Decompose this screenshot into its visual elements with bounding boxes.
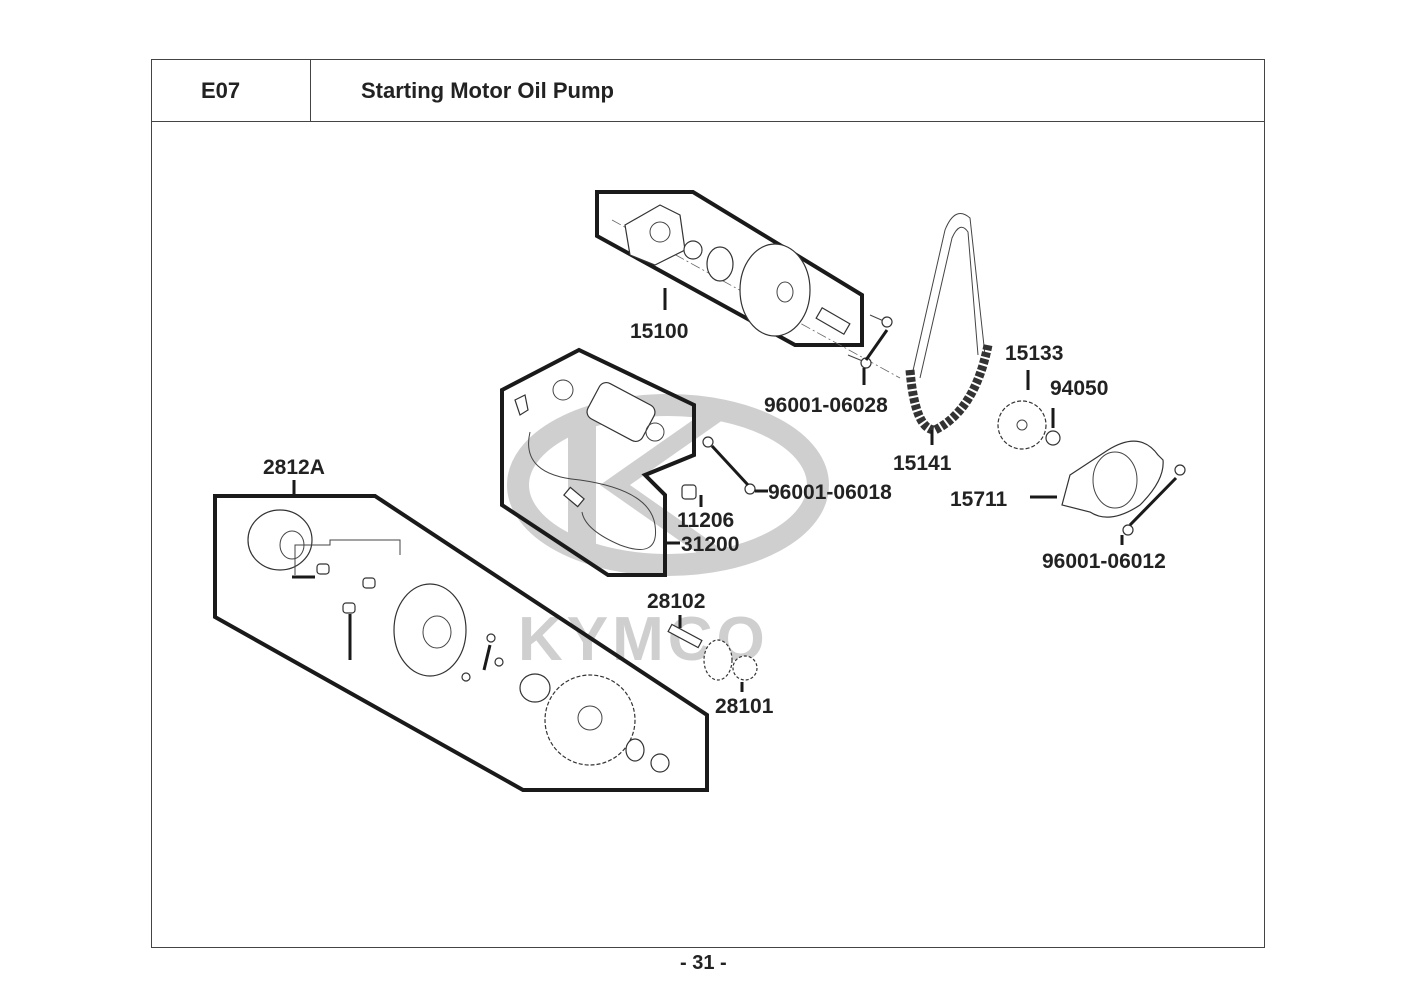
needle-bearing [519, 673, 551, 703]
inner-rotor [683, 240, 703, 260]
callout-96001-06028: 96001-06028 [764, 394, 888, 417]
idle-gear-group: 28102 28101 [647, 590, 774, 718]
clutch-outer [247, 509, 313, 571]
clamp-11206: 11206 [677, 484, 734, 532]
section-code: E07 [201, 78, 241, 103]
bolts-96001-06028: 96001-06028 [764, 314, 893, 417]
callout-94050: 94050 [1050, 377, 1108, 400]
guide-plate-group: 15711 96001-06012 [950, 440, 1186, 573]
starter-clutch-group: 2812A [213, 456, 709, 792]
callout-96001-06018: 96001-06018 [768, 481, 892, 504]
nut-94050 [1045, 430, 1061, 446]
callout-28101: 28101 [715, 695, 774, 718]
clutch-body [393, 583, 467, 677]
kymco-watermark: KYMCO [507, 394, 829, 674]
idle-shaft [667, 623, 703, 649]
group-outline-31200 [500, 347, 696, 577]
watermark-ellipse [507, 394, 829, 576]
bolt-96001-06018: 96001-06018 [702, 436, 892, 504]
diagram-frame [151, 121, 1265, 948]
callout-2812A: 2812A [263, 456, 325, 479]
callout-11206: 11206 [677, 509, 734, 532]
callout-15133: 15133 [1005, 342, 1063, 365]
callout-31200: 31200 [681, 533, 739, 556]
starting-motor-group: 31200 [500, 347, 739, 577]
callout-28102: 28102 [647, 590, 705, 613]
plate-15711 [1061, 440, 1164, 518]
pump-shaft [815, 306, 851, 336]
pump-cover [624, 204, 686, 266]
group-outline-15100 [595, 190, 864, 347]
callout-15100: 15100 [630, 320, 688, 343]
washer [625, 738, 645, 762]
oil-pump-group: 15100 [595, 190, 901, 379]
starter-driven-gear [544, 674, 636, 766]
idle-gear-large [703, 639, 733, 681]
chain-links [905, 344, 993, 435]
callout-15711: 15711 [950, 488, 1008, 511]
callout-15141: 15141 [893, 452, 952, 475]
pump-body [739, 243, 811, 337]
group-outline-2812A [213, 494, 709, 792]
oil-pump-chain: 15141 [893, 213, 993, 475]
outer-rotor [706, 246, 734, 282]
page-title: Starting Motor Oil Pump [361, 78, 614, 103]
page-number: - 31 - [680, 952, 727, 974]
watermark-k-stem [568, 425, 596, 545]
callout-96001-06012: 96001-06012 [1042, 550, 1166, 573]
sprocket-group: 15133 94050 [997, 342, 1108, 450]
sprocket-15133 [997, 400, 1047, 450]
idle-gear-small [732, 655, 758, 681]
clutch-nut [650, 753, 670, 773]
